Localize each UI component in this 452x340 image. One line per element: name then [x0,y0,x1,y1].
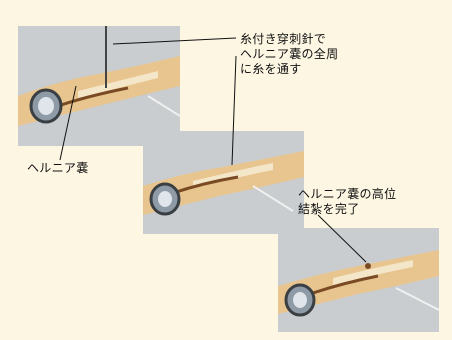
ligation-complete-label: ヘルニア嚢の高位 結紮を完了 [298,187,397,216]
instrument [147,95,180,117]
step-1-drawing [18,26,180,146]
step-3-drawing [278,228,439,332]
step-3-illustration [278,228,439,332]
instrument [252,185,294,212]
hernia-sac-label: ヘルニア嚢 [27,161,89,175]
step-2-illustration [143,131,304,234]
hernia-sac [312,274,379,295]
needle-step-label: 糸付き穿刺針で ヘルニア嚢の全周 に糸を通す [240,32,339,76]
trocar-lumen [38,97,54,115]
trocar-lumen [293,292,307,308]
ligation-knot [365,263,371,269]
trocar-lumen [158,191,172,207]
step-2-drawing [143,131,304,234]
fascia [333,260,413,285]
step-1-illustration [18,26,180,146]
fascia [78,71,158,98]
instrument [395,287,439,311]
